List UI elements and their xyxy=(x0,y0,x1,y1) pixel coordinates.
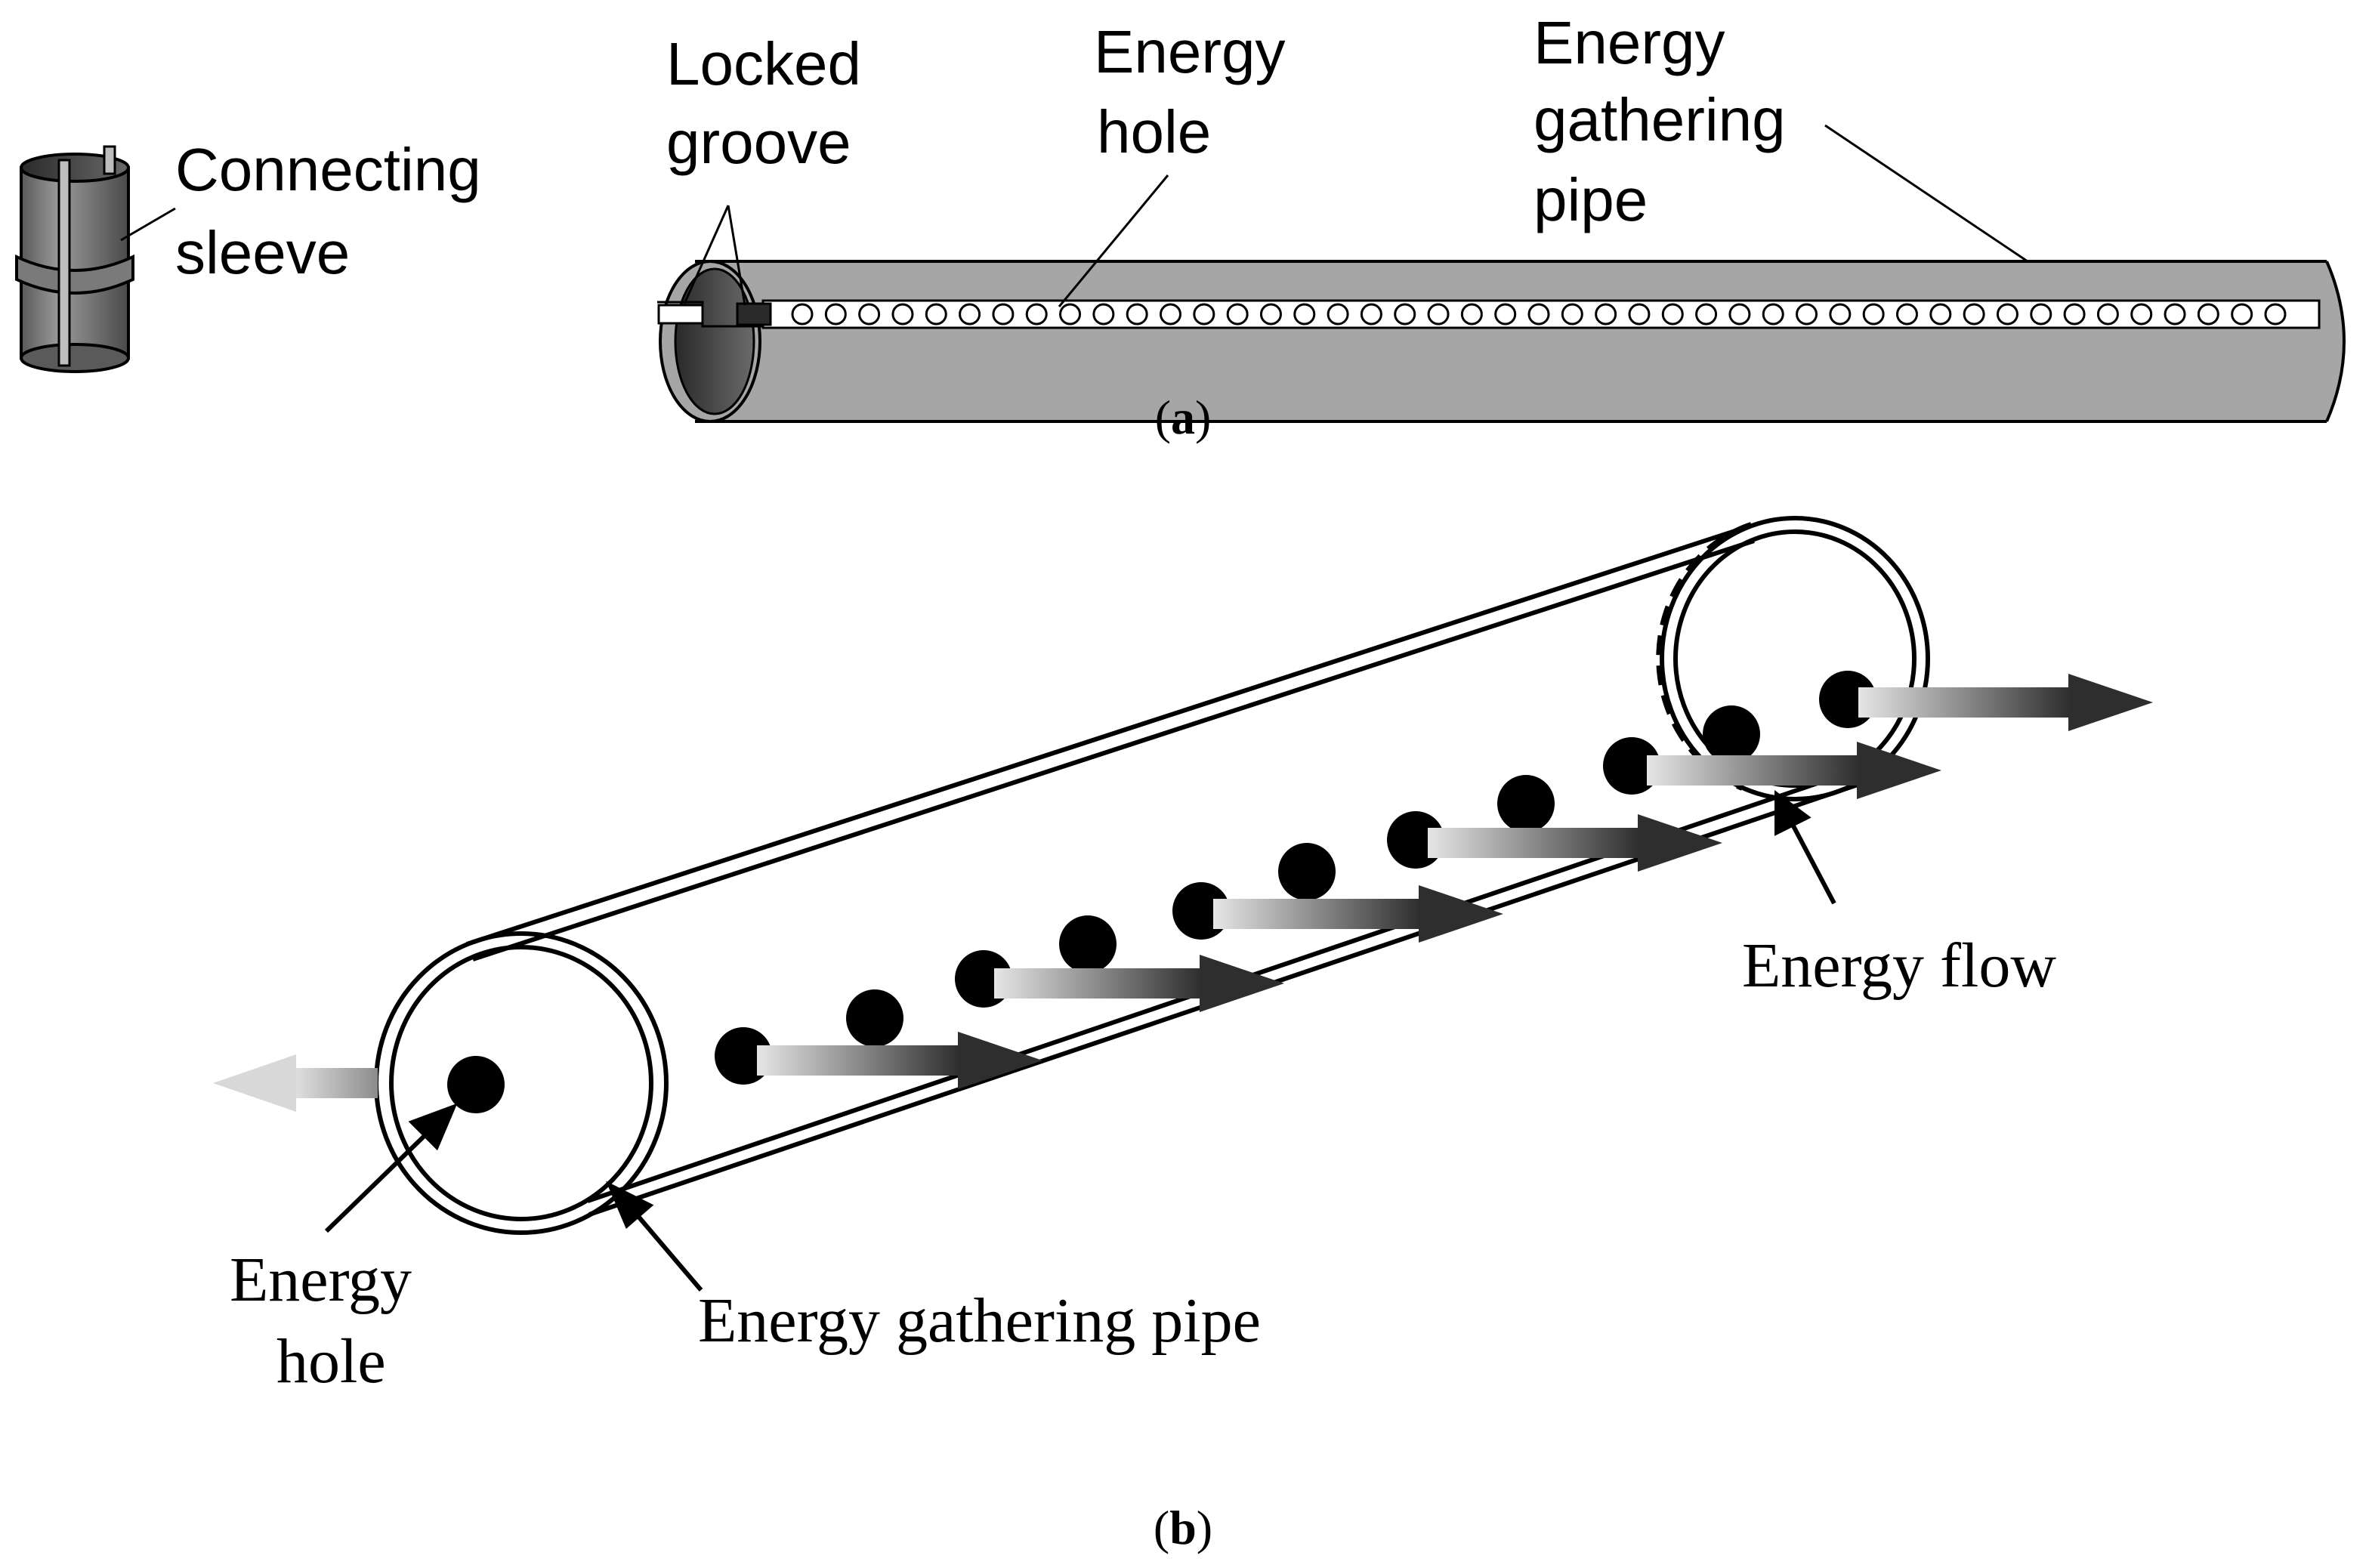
energy-hole-a xyxy=(1561,303,1583,326)
energy-particle xyxy=(1603,737,1660,795)
energy-gathering-pipe-b xyxy=(374,516,1930,1235)
energy-hole-a xyxy=(1963,303,1985,326)
energy-hole-a xyxy=(1126,303,1148,326)
energy-hole-a xyxy=(1494,303,1517,326)
energy-hole-a xyxy=(1025,303,1048,326)
locked-groove-label-line1: Locked xyxy=(666,30,861,97)
energy-hole-a xyxy=(1762,303,1784,326)
energy-flow-arrow xyxy=(1213,885,1503,943)
energy-flow-arrow xyxy=(1428,814,1722,872)
energy-flow-arrows xyxy=(757,674,2153,1089)
panel-b-caption: (b) xyxy=(1154,1501,1212,1554)
energy-hole-a xyxy=(1259,303,1282,326)
energy-hole-a xyxy=(1996,303,2018,326)
energy-gathering-pipe-a xyxy=(657,124,2346,423)
energy-flow-arrow xyxy=(757,1032,1042,1089)
energy-hole-a xyxy=(1628,303,1651,326)
energy-hole-a xyxy=(1896,303,1918,326)
outgoing-flow-arrow-left xyxy=(213,1054,378,1112)
energy-hole-a xyxy=(1059,303,1082,326)
energy-hole-a xyxy=(2231,303,2253,326)
energy-hole-a xyxy=(1695,303,1718,326)
energy-hole-a xyxy=(2264,303,2287,326)
energy-particle xyxy=(1703,705,1760,763)
locked-groove-label-line2: groove xyxy=(666,109,851,176)
energy-hole-a xyxy=(1728,303,1751,326)
energy-particle xyxy=(447,1056,505,1113)
energy-flow-label: Energy flow xyxy=(1742,931,2056,1001)
energy-particle xyxy=(846,989,903,1047)
energy-hole-a xyxy=(1595,303,1617,326)
energy-hole-a xyxy=(891,303,914,326)
energy-hole-a xyxy=(791,303,814,326)
energy-hole-a xyxy=(1862,303,1885,326)
energy-gathering-pipe-a-label-line3: pipe xyxy=(1534,166,1648,233)
pointer-arrows xyxy=(324,790,1836,1292)
energy-hole-a xyxy=(1929,303,1952,326)
energy-hole-a xyxy=(1160,303,1181,326)
energy-hole-a xyxy=(1092,303,1115,326)
energy-hole-a xyxy=(2063,303,2086,326)
energy-hole-a xyxy=(1394,303,1416,326)
energy-hole-a xyxy=(925,303,947,326)
energy-hole-a xyxy=(1661,303,1684,326)
energy-particles xyxy=(447,671,1876,1113)
energy-hole-a xyxy=(1796,303,1818,326)
energy-hole-a xyxy=(1829,303,1852,326)
connecting-sleeve-label-line1: Connecting xyxy=(175,136,481,203)
energy-gathering-pipe-a-label-line1: Energy xyxy=(1534,9,1725,76)
energy-hole-a xyxy=(2164,303,2186,326)
energy-flow-arrow xyxy=(994,955,1284,1012)
energy-hole-b-label-line2: hole xyxy=(276,1326,386,1397)
energy-hole-a xyxy=(959,303,981,326)
energy-gathering-pipe-a-label-line2: gathering xyxy=(1534,86,1786,153)
energy-hole-a-label-line2: hole xyxy=(1097,98,1211,165)
connecting-sleeve-icon xyxy=(15,145,176,373)
energy-holes-a xyxy=(791,303,2287,326)
energy-hole-a xyxy=(1293,303,1316,326)
energy-hole-a xyxy=(2030,303,2052,326)
energy-hole-a xyxy=(1527,303,1550,326)
energy-hole-a xyxy=(858,303,881,326)
panel-a: Connecting sleeve Locked groove Energy h… xyxy=(15,9,2346,444)
energy-hole-a xyxy=(2096,303,2119,326)
energy-gathering-pipe-b-label: Energy gathering pipe xyxy=(698,1286,1261,1356)
energy-hole-a xyxy=(1327,303,1349,326)
panel-a-caption: (a) xyxy=(1155,390,1212,444)
energy-hole-a xyxy=(824,303,847,326)
energy-flow-arrow xyxy=(1858,674,2153,731)
connecting-sleeve-label-line2: sleeve xyxy=(175,219,350,286)
energy-particle xyxy=(1059,915,1117,973)
energy-hole-a xyxy=(1226,303,1249,326)
energy-hole-a-label-line1: Energy xyxy=(1094,18,1285,85)
energy-particle xyxy=(1497,775,1555,832)
energy-hole-a xyxy=(992,303,1015,326)
energy-hole-a xyxy=(1193,303,1215,326)
energy-particle xyxy=(1278,843,1336,900)
energy-hole-a xyxy=(2130,303,2153,326)
energy-flow-arrow xyxy=(1647,742,1941,799)
energy-hole-a xyxy=(2197,303,2219,326)
energy-hole-a xyxy=(1427,303,1450,326)
energy-hole-a xyxy=(1360,303,1382,326)
panel-b: Energy hole Energy gathering pipe Energy… xyxy=(213,516,2153,1554)
energy-hole-a xyxy=(1460,303,1483,326)
energy-hole-b-label-line1: Energy xyxy=(230,1245,412,1315)
